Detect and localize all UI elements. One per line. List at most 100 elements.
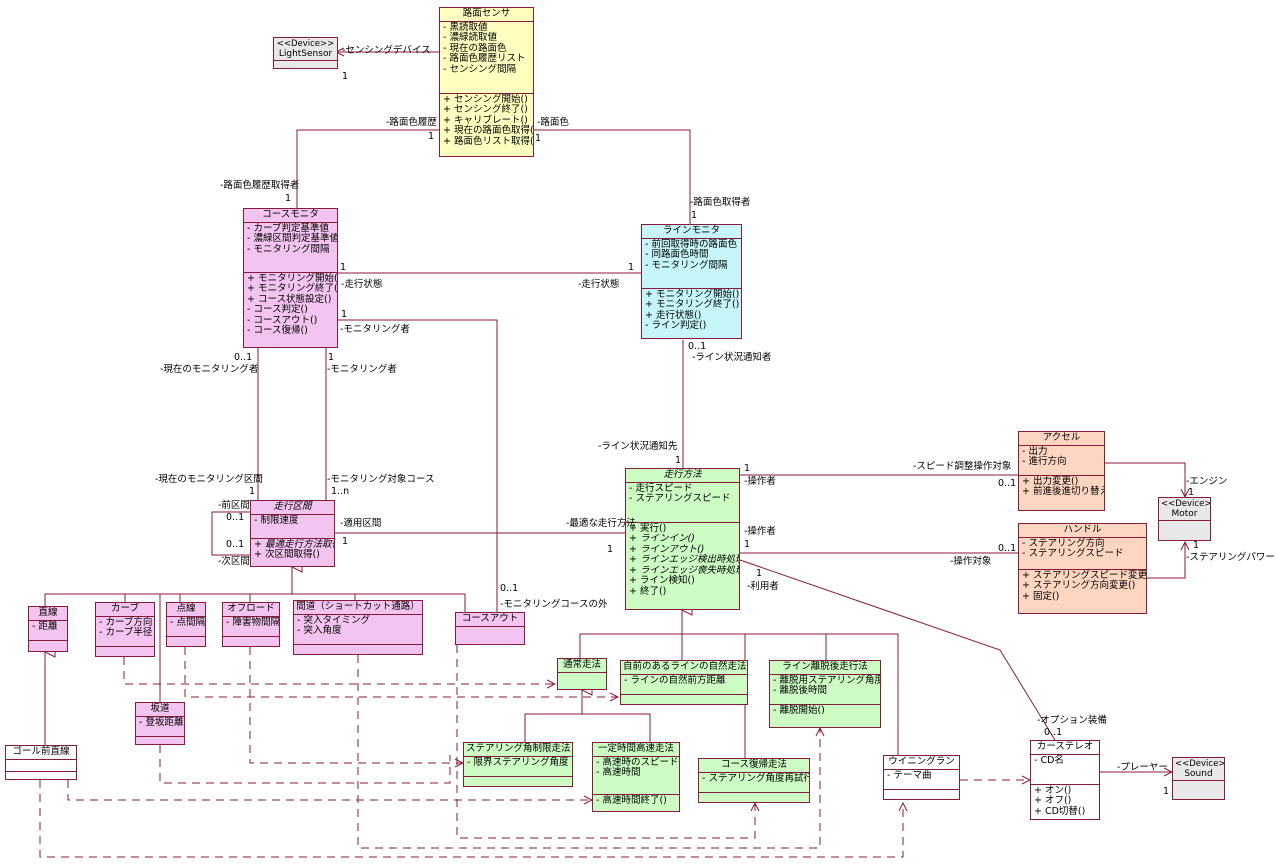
class-shortcut[interactable]: 間道（ショートカット通路） - 突入タイミング - 突入角度 (293, 600, 423, 655)
class-slope[interactable]: 坂道 - 登坂距離 (135, 702, 185, 745)
mult-current-monitoring-section: 1 (249, 486, 256, 497)
role-monitor-2: -モニタリング者 (327, 364, 397, 375)
role-option-equipment: -オプション装備 (1037, 715, 1107, 726)
class-name: ゴール前直線 (6, 746, 76, 760)
operations: + ステアリングスピード変更() + ステアリング方向変更() + 固定() (1019, 570, 1146, 605)
class-winning-run[interactable]: ウイニングラン - テーマ曲 (883, 755, 960, 800)
class-course-monitor[interactable]: コースモニタ - カーブ判定基準値 - 濃緑区間判定基準値 - モニタリング間隔… (243, 208, 338, 348)
attributes: - 障害物間隔 (223, 617, 279, 637)
op: + 次区間取得() (254, 549, 320, 560)
attr: - ステアリングスピード (1022, 548, 1124, 559)
class-sound[interactable]: <<Device>> Sound (1172, 757, 1225, 800)
class-car-stereo[interactable]: カーステレオ - CD名 + オン() + オフ() + CD切替() (1030, 740, 1100, 820)
class-goal-straight[interactable]: ゴール前直線 (5, 745, 77, 780)
mult-line-status-notifier: 0..1 (688, 341, 707, 352)
class-light-sensor[interactable]: <<Device>> LightSensor (273, 37, 338, 69)
class-straight[interactable]: 直線 - 距離 (28, 606, 68, 652)
attr: - CD名 (1034, 754, 1064, 766)
stereotype: <<Device>> (1175, 759, 1225, 769)
op: + 走行状態() (645, 309, 702, 321)
attr: - ステアリング方向 (1022, 537, 1105, 549)
mult-course-outside: 0..1 (500, 583, 519, 594)
class-name: 点線 (167, 603, 205, 617)
attributes: - ステアリング角度再試行 (699, 773, 809, 793)
op: + キャリブレート() (443, 114, 528, 126)
operations: - 離脱開始() (770, 705, 880, 719)
operations (167, 637, 205, 646)
op: + CD切替() (1034, 805, 1086, 817)
op: + ステアリングスピード変更() (1022, 569, 1147, 581)
class-motor[interactable]: <<Device>> Motor (1158, 497, 1211, 541)
attributes: - 走行スピード - ステアリングスピード (626, 483, 739, 523)
mult-current-monitor: 0..1 (234, 352, 253, 363)
attr: - カーブ判定基準値 (247, 222, 329, 234)
role-applied-section: -適用区間 (340, 518, 382, 529)
operations: + モニタリング開始() + モニタリング終了() + 走行状態() - ライン… (642, 289, 741, 334)
class-run-section[interactable]: 走行区間 - 制限速度 + 最適走行方法取得() + 次区間取得() (250, 500, 335, 567)
class-course-out[interactable]: コースアウト (455, 612, 525, 645)
op: + オン() (1034, 784, 1072, 796)
op: + 路面色リスト取得() (443, 135, 534, 147)
class-accel[interactable]: アクセル - 出力 - 進行方向 + 出力変更() + 前進後進切り替え() (1018, 431, 1105, 511)
attr: - 距離 (32, 620, 58, 632)
op: - 高速時間終了() (596, 794, 667, 806)
mult-run-state-left: 1 (340, 262, 347, 273)
class-name: オフロード (223, 603, 279, 617)
attr: - モニタリング間隔 (247, 243, 330, 255)
class-dotted[interactable]: 点線 - 点間隔 (166, 602, 206, 647)
op: + 前進後進切り替え() (1022, 486, 1104, 497)
mult-operator-2: 1 (744, 539, 751, 550)
role-line-status-notifier: -ライン状況通知者 (692, 352, 772, 363)
class-handle[interactable]: ハンドル - ステアリング方向 - ステアリングスピード + ステアリングスピー… (1018, 523, 1147, 614)
mult-best-method: 1 (607, 544, 614, 555)
class-steer-limit[interactable]: ステアリング角制限走法 - 限界ステアリング角度 (463, 742, 573, 787)
class-curve[interactable]: カーブ - カーブ方向 - カーブ半径 (95, 602, 155, 657)
op: + 出力変更() (1022, 475, 1079, 487)
operations: + 最適走行方法取得() + 次区間取得() (251, 539, 334, 563)
class-offroad[interactable]: オフロード - 障害物間隔 (222, 602, 280, 647)
class-line-monitor[interactable]: ラインモニタ - 前回取得時の路面色 - 同路面色時間 - モニタリング間隔 +… (641, 224, 742, 339)
mult-speed-target: 0..1 (998, 478, 1017, 489)
class-name: 坂道 (136, 703, 184, 717)
attr: - 高速時間 (596, 767, 641, 778)
attr: - 高速時のスピード (596, 756, 679, 768)
class-self-run[interactable]: 自前のあるラインの自然走法 - ラインの自然前方距離 (620, 660, 748, 705)
role-road-history-getter: -路面色履歴取得者 (220, 180, 300, 191)
mult-monitoring-person: 1 (341, 309, 348, 320)
attributes (274, 61, 337, 68)
attributes: - ステアリング方向 - ステアリングスピード (1019, 538, 1146, 570)
mult-line-status-target: 1 (675, 455, 682, 466)
attr: - 限界ステアリング角度 (467, 756, 569, 768)
mult-previous-section: 0..1 (226, 512, 245, 523)
op: - 離脱開始() (773, 704, 825, 716)
attr: - 路面色履歴リスト (443, 53, 526, 64)
op: + 固定() (1022, 590, 1060, 602)
attributes: - 点間隔 (167, 617, 205, 637)
class-run-method[interactable]: 走行方法 - 走行スピード - ステアリングスピード + 実行() + ラインイ… (625, 468, 740, 610)
attr: - 登坂距離 (139, 716, 184, 728)
class-normal-run[interactable]: 通常走法 (557, 658, 607, 690)
attr: - 突入角度 (297, 625, 342, 636)
class-high-speed[interactable]: 一定時間高速走法 - 高速時のスピード - 高速時間 - 高速時間終了() (592, 742, 680, 812)
role-run-state-left: -走行状態 (341, 279, 383, 290)
class-name: 間道（ショートカット通路） (294, 601, 422, 615)
attributes (456, 627, 524, 636)
class-line-return[interactable]: ライン離脱後走行法 - 離脱用ステアリング角度 - 離脱後時間 - 離脱開始() (769, 660, 881, 728)
attr: - 制限速度 (254, 514, 299, 526)
op: + センシング終了() (443, 104, 528, 115)
class-name: ウイニングラン (884, 756, 959, 770)
class-name: カーステレオ (1031, 741, 1099, 755)
attr: - ラインの自然前方距離 (624, 674, 726, 686)
mult-road-history: 1 (428, 131, 435, 142)
class-road-sensor[interactable]: 路面センサ - 黒読取値 - 濃緑読取値 - 現在の路面色 - 路面色履歴リスト… (439, 7, 534, 157)
class-course-return[interactable]: コース復帰走法 - ステアリング角度再試行 (698, 758, 810, 803)
attr: - 突入タイミング (297, 614, 370, 626)
op: + センシング開始() (443, 93, 528, 105)
operations: + オン() + オフ() + CD切替() (1031, 785, 1099, 820)
role-road-history: -路面色履歴 (386, 117, 437, 128)
op: + モニタリング開始() (645, 288, 740, 300)
role-line-status-target: -ライン状況通知先 (598, 441, 678, 452)
op: + モニタリング終了() (645, 299, 740, 310)
